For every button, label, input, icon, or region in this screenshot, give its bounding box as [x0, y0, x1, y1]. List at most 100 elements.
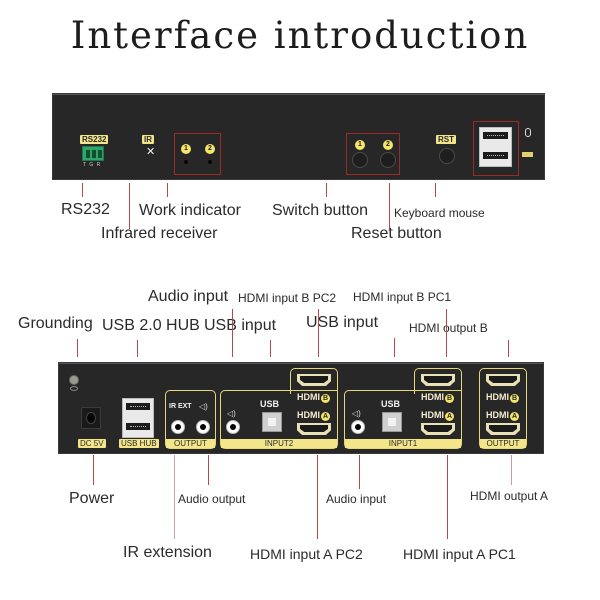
keyboard-mouse-usb-ports — [479, 127, 512, 167]
rs232-pin-labels: T G R — [83, 162, 102, 168]
hdmi-output-a-port — [486, 423, 520, 435]
indicator-2-number: 2 — [205, 144, 215, 154]
hdmi-text: HDMI — [297, 392, 320, 402]
mouse-icon — [525, 128, 531, 137]
callout-ir-extension: IR extension — [123, 544, 212, 561]
indicator-1-number: 1 — [181, 144, 191, 154]
hdmi-text: HDMI — [297, 410, 320, 420]
callout-line-ir-extension — [174, 455, 175, 539]
callout-switch-button: Switch button — [272, 202, 369, 219]
b-badge: B — [445, 394, 454, 403]
switch-2-number: 2 — [383, 140, 393, 150]
callout-line-usb-hub — [137, 340, 138, 357]
hdmi-text: HDMI — [486, 392, 509, 402]
callout-infrared-receiver: Infrared receiver — [101, 225, 218, 242]
callout-line-hdmi-input-b-pc2 — [318, 309, 319, 357]
usb-label-pc2: USB — [260, 399, 280, 409]
usb-hub-tag: USB HUB — [119, 439, 159, 448]
work-indicator-highlight — [174, 133, 221, 175]
callout-line-work-indicator — [167, 183, 168, 197]
output-audio-group — [165, 390, 216, 449]
input2-hdmi-b-group — [290, 368, 338, 394]
back-panel: DC 5V USB HUB IR EXT ◁) OUTPUT ◁) USB HD… — [58, 362, 544, 454]
rst-tag: RST — [436, 135, 456, 144]
callout-line-reset — [389, 183, 390, 229]
switch-button-1[interactable] — [352, 152, 368, 168]
callout-line-hdmi-input-b-pc1 — [446, 309, 447, 357]
input2-group-label: INPUT2 — [221, 439, 337, 448]
speaker-icon: ◁) — [199, 402, 208, 411]
ir-extension-jack — [171, 420, 185, 434]
input1-group — [344, 390, 462, 449]
callout-line-hdmi-output-b — [508, 340, 509, 357]
a-badge: A — [510, 412, 519, 421]
indicator-2-led — [208, 160, 212, 164]
usb-hub-ports — [122, 398, 154, 438]
dc-5v-tag: DC 5V — [78, 439, 106, 448]
callout-line-hdmi-input-a-pc2 — [317, 455, 318, 539]
hdmi-input-b-pc1-port — [421, 374, 455, 386]
hdmi-input-a-pc2-port — [297, 423, 331, 435]
a-badge: A — [445, 412, 454, 421]
callout-reset-button: Reset button — [351, 225, 442, 242]
audio-output-jack — [196, 420, 210, 434]
speaker-icon: ◁) — [352, 409, 361, 418]
callout-hdmi-output-a: HDMI output A — [470, 489, 549, 503]
callout-rs232: RS232 — [61, 201, 110, 218]
callout-line-keyboard-mouse — [435, 183, 436, 197]
callout-line-rs232 — [82, 183, 83, 197]
callout-line-usb-input-pc1 — [394, 338, 395, 357]
keyboard-mouse-highlight — [473, 121, 519, 176]
hdmi-input-a-pc1-port — [421, 423, 455, 435]
dc-power-jack — [81, 407, 101, 429]
input1-group-label: INPUT1 — [345, 439, 461, 448]
ir-tag: IR — [142, 135, 154, 144]
callout-line-audio-output — [208, 455, 209, 485]
usb-label-pc1: USB — [381, 399, 401, 409]
callout-line-audio-input-bottom — [359, 455, 360, 489]
callout-hdmi-input-a-pc1: HDMI input A PC1 — [403, 546, 516, 562]
callout-line-power — [93, 455, 94, 485]
callout-power: Power — [69, 490, 115, 507]
callout-audio-input-bottom: Audio input — [326, 492, 387, 506]
callout-hdmi-input-b-pc1: HDMI input B PC1 — [353, 290, 452, 304]
callout-work-indicator: Work indicator — [139, 202, 241, 219]
callout-line-infrared — [129, 183, 130, 229]
callout-audio-output: Audio output — [178, 492, 246, 506]
callout-usb-hub: USB 2.0 HUB — [102, 317, 200, 334]
callout-grounding: Grounding — [18, 315, 93, 332]
ir-ext-label: IR EXT — [169, 403, 192, 410]
callout-line-hdmi-input-a-pc1 — [447, 455, 448, 539]
hdmi-text: HDMI — [421, 392, 444, 402]
grounding-screw-icon — [69, 375, 79, 385]
audio-input-pc1-jack — [351, 420, 365, 434]
indicator-1-led — [184, 160, 188, 164]
switch-button-2[interactable] — [380, 152, 396, 168]
callout-hdmi-output-b: HDMI output B — [409, 321, 488, 335]
callout-line-switch — [326, 183, 327, 197]
keyboard-icon — [522, 152, 533, 157]
hdmi-output-group — [479, 368, 527, 449]
callout-hdmi-input-a-pc2: HDMI input A PC2 — [250, 546, 363, 562]
hdmi-text: HDMI — [486, 410, 509, 420]
usb-input-pc1-port — [382, 412, 402, 432]
grounding-base-icon — [70, 386, 78, 391]
callout-keyboard-mouse: Keyboard mouse — [394, 206, 485, 220]
usb-input-pc2-port — [262, 412, 282, 432]
ir-receiver-icon: ✕ — [146, 146, 156, 158]
input2-group — [220, 390, 338, 449]
hdmi-output-group-label: OUTPUT — [480, 439, 526, 448]
reset-button[interactable] — [439, 148, 455, 164]
input1-hdmi-b-group — [414, 368, 462, 394]
switch-1-number: 1 — [355, 140, 365, 150]
rs232-terminal — [82, 146, 104, 161]
callout-usb-input-pc1: USB input — [306, 314, 379, 331]
hdmi-output-b-port — [486, 374, 520, 386]
callout-line-hdmi-output-a — [511, 455, 512, 485]
hdmi-text: HDMI — [421, 410, 444, 420]
